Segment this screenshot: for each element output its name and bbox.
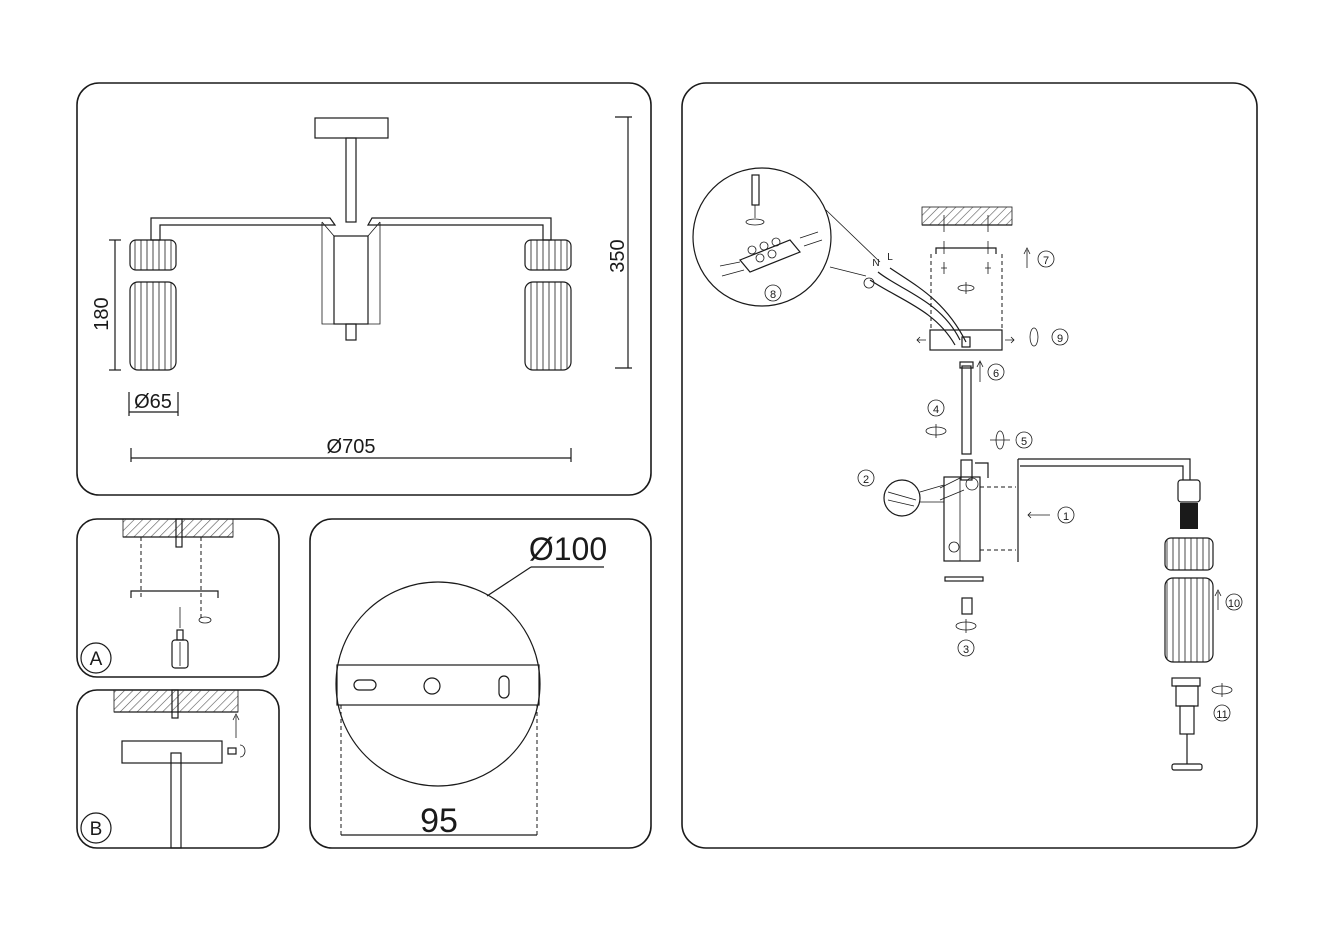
mounting-plate (336, 664, 540, 706)
step-8-label: 8 (770, 289, 776, 301)
span-diameter-label: Ø705 (327, 436, 376, 458)
dimensions-panel: 180 350 Ø65 Ø705 (76, 82, 652, 496)
step-7-label: 7 (1043, 255, 1049, 267)
center-finial (345, 323, 357, 341)
canopy-disc (335, 581, 541, 787)
right-shade (524, 239, 572, 371)
plate-slot-left (353, 679, 377, 691)
plate-width-label: 95 (420, 802, 458, 840)
finial-disc (1171, 763, 1203, 771)
cap-nut (961, 597, 973, 615)
shade-height-label: 180 (91, 297, 113, 330)
detail-b-label: B (90, 819, 103, 840)
plate-center-hole (423, 677, 441, 695)
mounting-bar (130, 590, 219, 598)
step-2-label: 2 (863, 474, 869, 486)
center-stem (345, 137, 357, 223)
assembly-arm (1017, 458, 1191, 562)
ground-icon (863, 277, 875, 289)
terminal-block (739, 239, 801, 273)
zoom-screwdriver-icon (751, 174, 760, 206)
assembly-mounting-bar (935, 247, 997, 254)
canopy-plate-panel: 95 Ø100 (309, 518, 652, 849)
step-11-label: 11 (1216, 709, 1227, 721)
step-10-label: 10 (1228, 598, 1240, 610)
step-6-label: 6 (993, 368, 999, 380)
plate-slot-right (498, 675, 510, 699)
assembly-canopy (929, 329, 1003, 351)
shade-diameter-label: Ø65 (134, 391, 172, 413)
wire-clamp-zoom (883, 479, 921, 517)
step-3-label: 3 (963, 644, 969, 656)
shade-top (1164, 537, 1214, 571)
neutral-wire-label: N (872, 258, 879, 269)
total-height-label: 350 (607, 239, 629, 272)
assembly-panel: 7 9 N L 8 6 (681, 82, 1258, 849)
stem-side-view (170, 752, 182, 849)
shade-bottom (1164, 577, 1214, 663)
lamp-socket (1177, 479, 1201, 503)
socket-thread (1180, 503, 1198, 529)
live-wire-label: L (887, 252, 893, 263)
step-9-label: 9 (1057, 333, 1063, 345)
ceiling-bolt (175, 518, 183, 548)
screwdriver-icon (171, 629, 189, 669)
assembly-stem (961, 365, 972, 455)
step-1-label: 1 (1063, 511, 1069, 523)
canopy-diameter-label: Ø100 (529, 531, 607, 567)
set-screw (227, 747, 237, 755)
left-shade (129, 239, 177, 371)
assembly-body (943, 476, 981, 562)
detail-a-panel: A (76, 518, 280, 678)
detail-a-label: A (90, 649, 103, 670)
step-4-label: 4 (933, 404, 939, 416)
step-5-label: 5 (1021, 436, 1027, 448)
detail-b-panel: B (76, 689, 280, 849)
canopy-side-view (121, 740, 223, 764)
terminal-block-zoom (692, 167, 832, 307)
